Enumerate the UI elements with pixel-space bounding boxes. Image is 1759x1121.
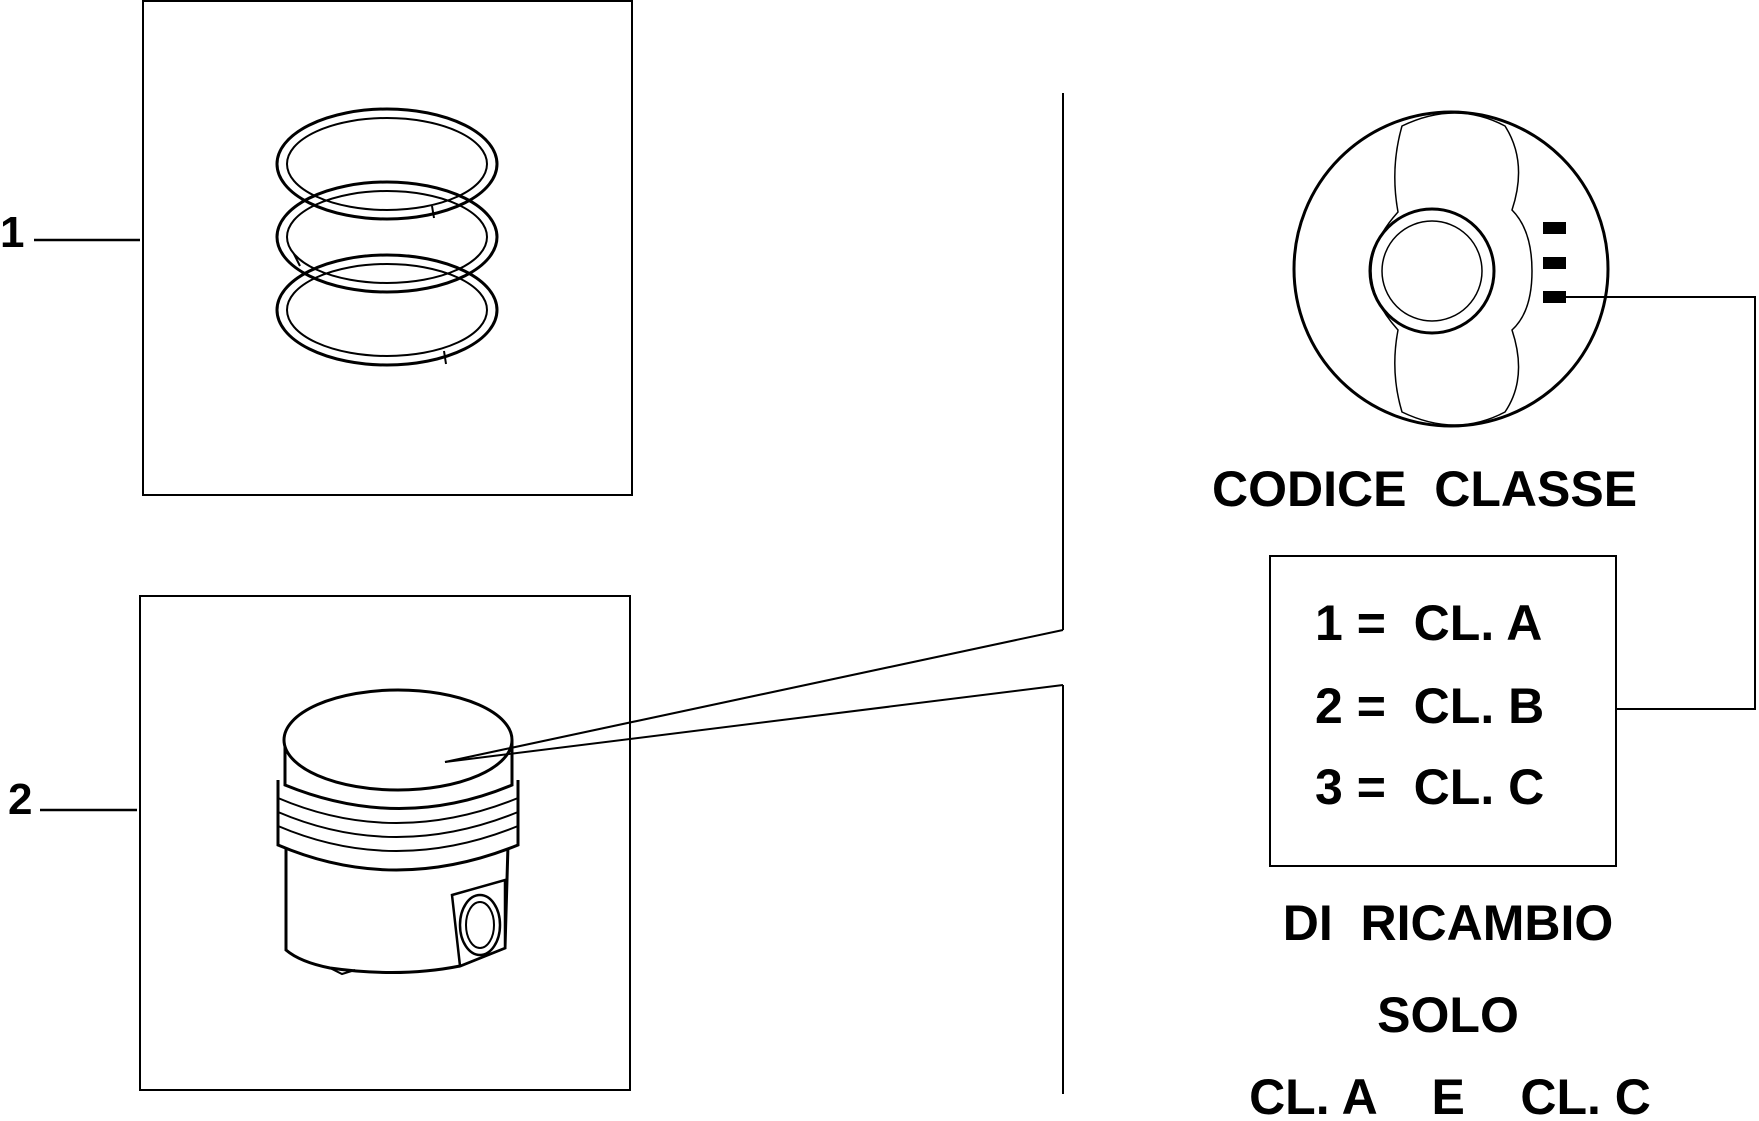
piston-illustration — [276, 688, 520, 976]
spare-note-line-2: SOLO — [1377, 987, 1519, 1043]
callout-1: 1 — [0, 208, 140, 257]
class-mark-3 — [1543, 291, 1566, 303]
piston-rings-illustration — [275, 107, 499, 367]
spare-note-line-3: CL. A E CL. C — [1249, 1069, 1651, 1121]
crown-detail-view — [1292, 110, 1610, 428]
class-code-title: CODICE CLASSE — [1212, 461, 1637, 517]
class-entry-3: 3 = CL. C — [1315, 759, 1544, 815]
class-code-connector — [1566, 296, 1756, 710]
class-code-table — [1269, 555, 1617, 867]
piston-frame — [139, 595, 631, 1091]
class-mark-2 — [1543, 257, 1566, 269]
callout-2: 2 — [8, 775, 137, 824]
callout-1-number: 1 — [0, 208, 24, 257]
piston-rings-frame — [142, 0, 633, 496]
class-entry-2: 2 = CL. B — [1315, 678, 1544, 734]
detail-leader — [444, 93, 1064, 1094]
callout-2-number: 2 — [8, 775, 32, 824]
class-entry-1: 1 = CL. A — [1315, 595, 1542, 651]
class-mark-1 — [1543, 222, 1566, 234]
spare-note-line-1: DI RICAMBIO — [1283, 895, 1614, 951]
class-code-marks — [1543, 222, 1566, 303]
